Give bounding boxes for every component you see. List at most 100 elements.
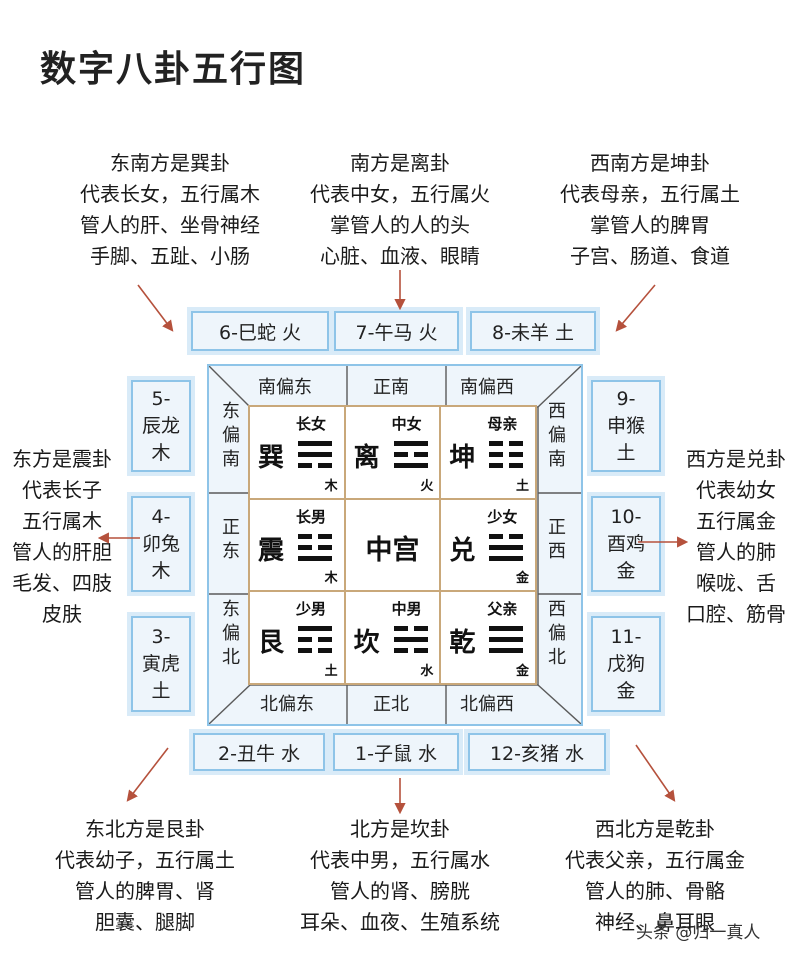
yin-line bbox=[318, 637, 332, 643]
note-southeast: 东南方是巽卦 代表长女，五行属木 管人的肝、坐骨神经 手脚、五趾、小肠 bbox=[55, 148, 285, 272]
direction-char: 东 bbox=[222, 599, 240, 620]
note-line: 五行属木 bbox=[22, 509, 102, 533]
trigram-name: 乾 bbox=[449, 628, 476, 659]
direction-char: 偏 bbox=[548, 425, 566, 446]
note-line: 掌管人的人的头 bbox=[330, 213, 470, 237]
zodiac-box-snake: 6-巳蛇 火 bbox=[191, 311, 329, 351]
direction-label: 正北 bbox=[373, 694, 409, 715]
trigram-cell: 离中女火 bbox=[344, 406, 441, 499]
yang-line bbox=[298, 441, 332, 446]
direction-char: 西 bbox=[548, 541, 566, 562]
yin-line bbox=[413, 452, 428, 457]
note-line: 胆囊、腿脚 bbox=[95, 910, 195, 934]
zodiac-number: 11- bbox=[610, 625, 642, 648]
note-line: 管人的肺 bbox=[696, 540, 776, 564]
arrow-southwest bbox=[615, 284, 656, 332]
note-line: 东南方是巽卦 bbox=[110, 151, 230, 175]
trigram-cell: 坎中男水 bbox=[344, 591, 441, 684]
yin-line bbox=[318, 544, 332, 550]
trigram-element: 木 bbox=[324, 478, 338, 494]
trigram-name: 坤 bbox=[449, 443, 476, 473]
yang-line bbox=[393, 441, 428, 446]
zodiac-number: 10- bbox=[610, 505, 642, 528]
trigram-role: 中女 bbox=[391, 415, 422, 433]
zodiac-element: 土 bbox=[616, 441, 636, 464]
zodiac-box-ox: 2-丑牛 水 bbox=[193, 733, 325, 771]
note-line: 代表幼女 bbox=[696, 478, 776, 502]
arrow-southeast bbox=[137, 284, 174, 332]
page-title: 数字八卦五行图 bbox=[40, 49, 307, 90]
trigram-element: 土 bbox=[515, 478, 529, 494]
trigram-name: 离 bbox=[353, 443, 380, 473]
direction-char: 偏 bbox=[222, 623, 240, 644]
direction-label: 正南 bbox=[373, 377, 409, 398]
yang-line bbox=[489, 555, 524, 561]
yang-line bbox=[489, 626, 524, 632]
zodiac-animal: 酉鸡 bbox=[606, 532, 645, 555]
yang-line bbox=[298, 555, 332, 561]
yin-line bbox=[489, 452, 504, 457]
trigram-name: 巽 bbox=[258, 443, 285, 473]
trigram-grid: 巽长女木离中女火坤母亲土震长男木中宫兑少女金艮少男土坎中男水乾父亲金 bbox=[248, 405, 537, 685]
trigram-role: 长男 bbox=[296, 507, 327, 526]
direction-char: 西 bbox=[548, 599, 566, 620]
zodiac-box-rooster: 10- 酉鸡 金 bbox=[591, 496, 661, 592]
trigram-name: 坎 bbox=[353, 628, 380, 659]
trigram-name: 震 bbox=[258, 535, 285, 566]
yin-line bbox=[318, 648, 332, 654]
trigram-element: 水 bbox=[420, 663, 434, 679]
zodiac-element: 金 bbox=[616, 679, 636, 702]
arrow-northwest bbox=[635, 744, 676, 802]
yin-line bbox=[298, 637, 312, 643]
zodiac-animal: 辰龙 bbox=[141, 414, 180, 437]
yin-line bbox=[298, 533, 312, 539]
trigram-cell: 震长男木 bbox=[249, 498, 345, 592]
zodiac-number: 5- bbox=[151, 387, 171, 410]
yang-line bbox=[298, 626, 332, 632]
direction-label: 北偏西 bbox=[460, 694, 514, 715]
note-west: 西方是兑卦 代表幼女 五行属金 管人的肺 喉咙、舌 口腔、筋骨 bbox=[672, 444, 800, 630]
direction-char: 正 bbox=[548, 517, 566, 538]
yin-line bbox=[509, 533, 524, 539]
note-line: 手脚、五趾、小肠 bbox=[90, 244, 250, 268]
watermark: 头条 @归一真人 bbox=[636, 923, 761, 943]
note-line: 西南方是坤卦 bbox=[590, 151, 710, 175]
trigram-symbol bbox=[393, 441, 428, 468]
note-line: 神经、鼻耳眼 bbox=[595, 910, 715, 934]
arrow-northeast bbox=[126, 747, 169, 802]
zodiac-box-pig: 12-亥猪 水 bbox=[468, 733, 606, 771]
trigram-symbol bbox=[393, 626, 428, 654]
direction-label: 南偏东 bbox=[258, 377, 312, 398]
yin-line bbox=[318, 533, 332, 539]
direction-char: 北 bbox=[548, 647, 566, 668]
direction-char: 南 bbox=[548, 449, 566, 470]
zodiac-element: 木 bbox=[151, 559, 171, 582]
trigram-name: 兑 bbox=[449, 535, 476, 566]
trigram-element: 金 bbox=[515, 663, 529, 679]
yin-line bbox=[318, 463, 332, 468]
note-line: 毛发、四肢 bbox=[12, 571, 112, 595]
note-line: 代表中女，五行属火 bbox=[310, 182, 490, 206]
yang-line bbox=[393, 637, 428, 643]
direction-label: 南偏西 bbox=[460, 377, 514, 398]
trigram-symbol bbox=[298, 441, 332, 468]
note-line: 子宫、肠道、食道 bbox=[570, 244, 730, 268]
yin-line bbox=[509, 463, 524, 468]
yin-line bbox=[489, 463, 504, 468]
direction-char: 北 bbox=[222, 647, 240, 668]
trigram-role: 少女 bbox=[487, 507, 518, 526]
note-line: 口腔、筋骨 bbox=[686, 602, 786, 626]
note-line: 代表长女，五行属木 bbox=[80, 182, 260, 206]
direction-char: 东 bbox=[222, 541, 240, 562]
note-south: 南方是离卦 代表中女，五行属火 掌管人的人的头 心脏、血液、眼睛 bbox=[285, 148, 515, 272]
yin-line bbox=[393, 648, 408, 654]
yin-line bbox=[413, 648, 428, 654]
zodiac-box-dog: 11- 戊狗 金 bbox=[591, 616, 661, 712]
note-line: 代表母亲，五行属土 bbox=[560, 182, 740, 206]
note-line: 管人的肝胆 bbox=[12, 540, 112, 564]
trigram-role: 中男 bbox=[391, 600, 422, 619]
note-line: 代表长子 bbox=[22, 478, 102, 502]
trigram-cell: 乾父亲金 bbox=[440, 591, 536, 684]
direction-label-vertical: 西 偏 北 bbox=[545, 598, 569, 670]
note-line: 管人的肾、膀胱 bbox=[330, 879, 470, 903]
